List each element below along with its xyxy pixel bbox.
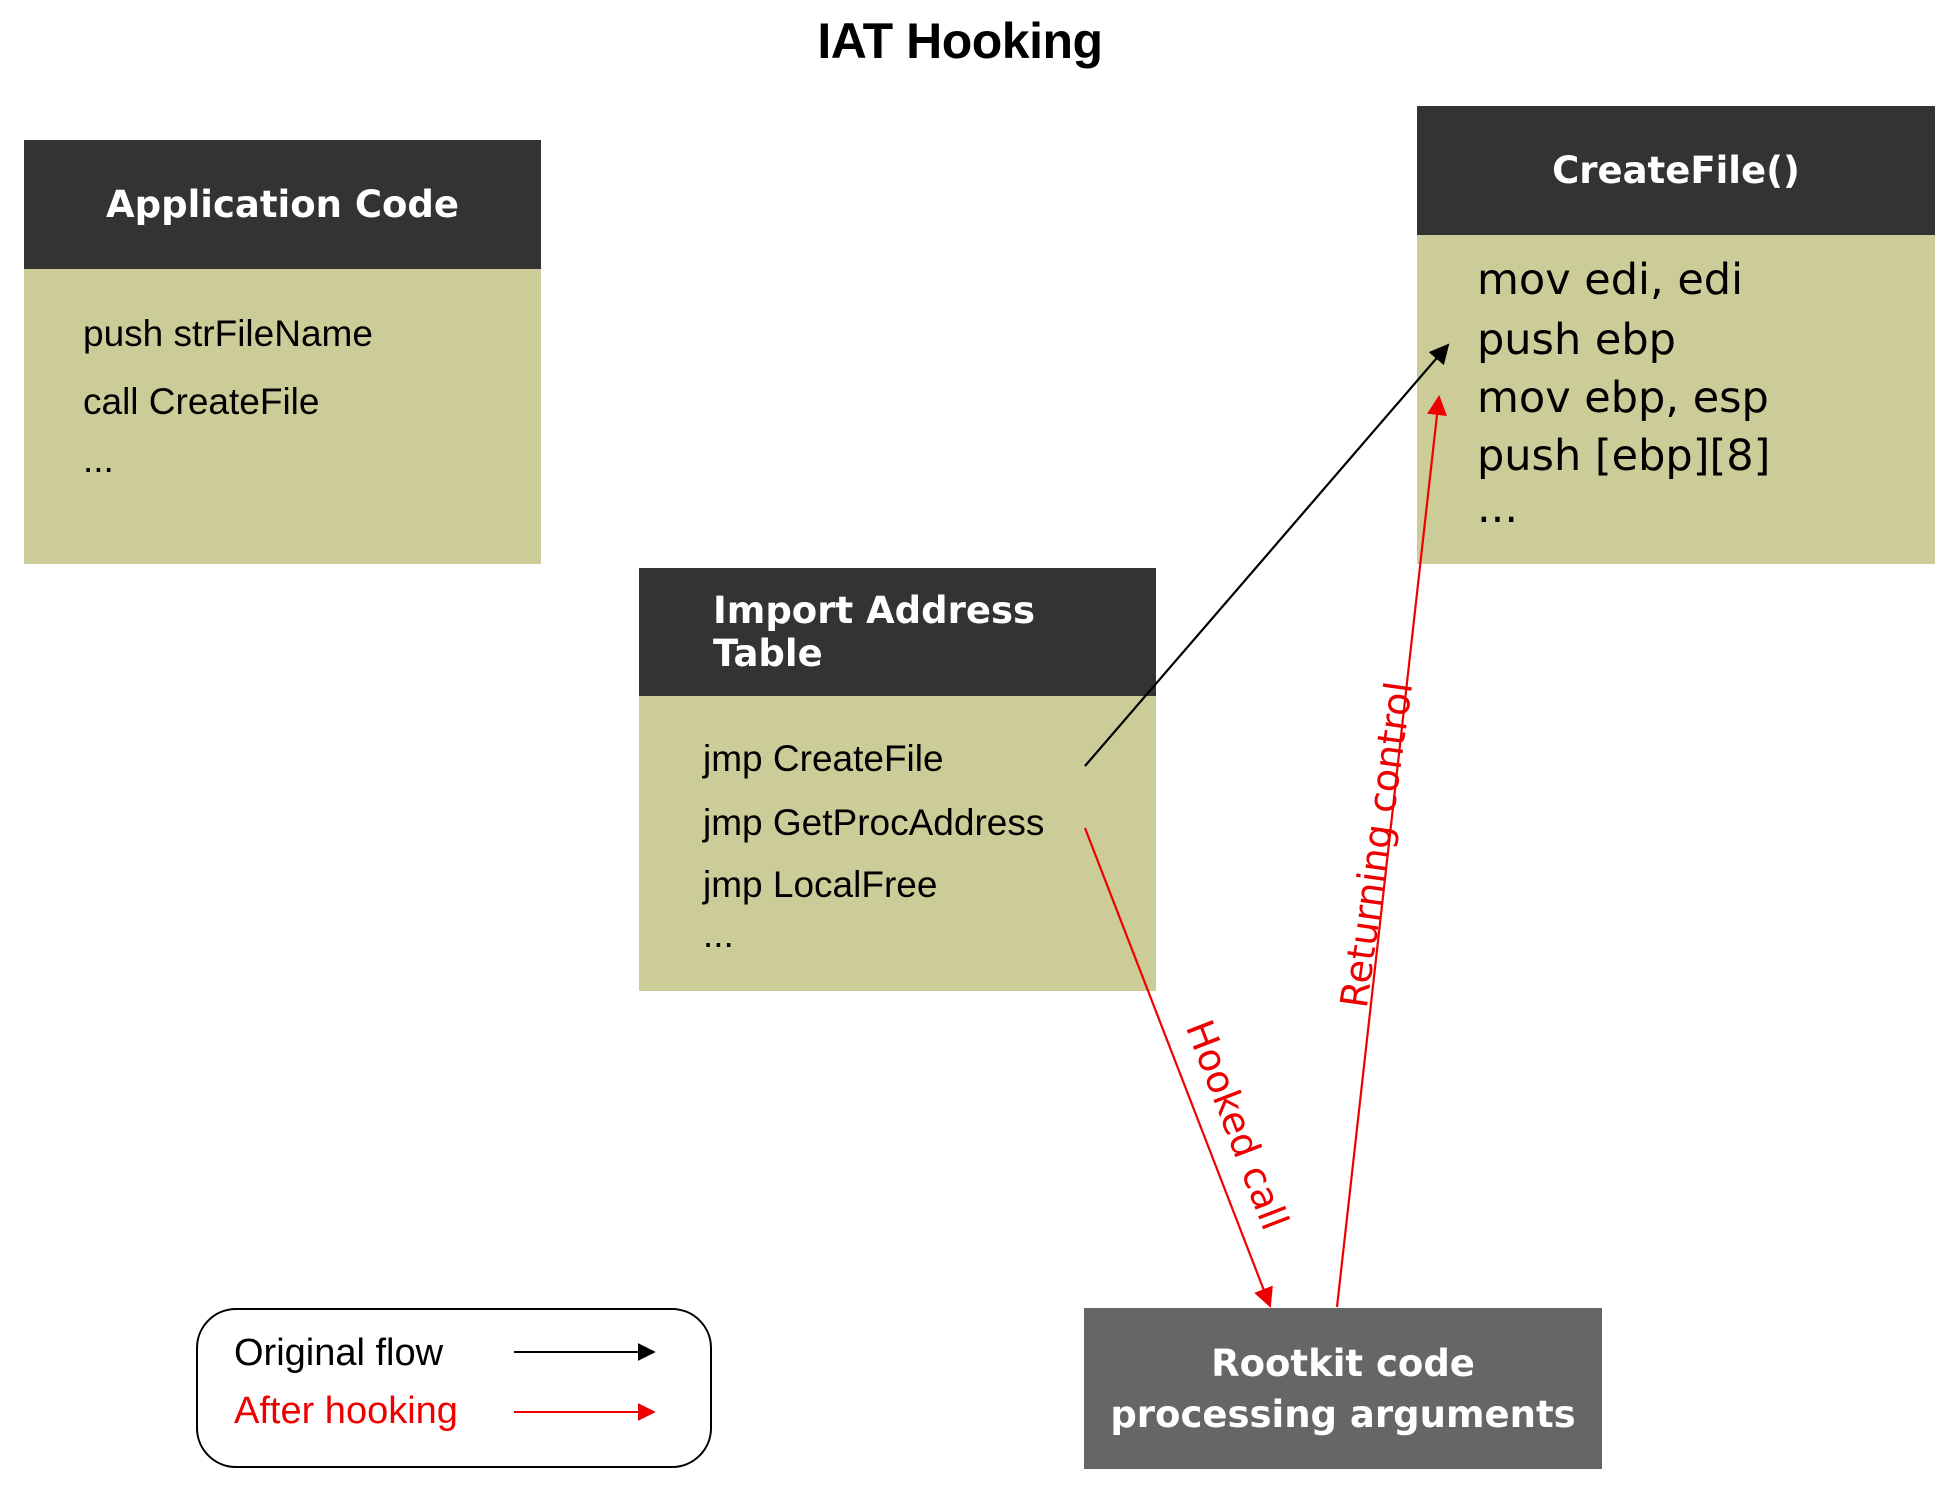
returning-control-arrow bbox=[1335, 395, 1447, 1308]
legend-original-flow-label: Original flow bbox=[234, 1332, 444, 1374]
code-line: call CreateFile bbox=[83, 381, 320, 422]
createfile-box: CreateFile() mov edi, edi push ebp mov e… bbox=[1417, 106, 1935, 564]
code-line: push ebp bbox=[1477, 315, 1676, 365]
createfile-header: CreateFile() bbox=[1417, 106, 1935, 235]
hooked-call-arrow bbox=[1083, 827, 1273, 1308]
import-address-table-box: Import Address Table jmp CreateFile jmp … bbox=[639, 568, 1156, 991]
rootkit-label-line2: processing arguments bbox=[1110, 1392, 1576, 1436]
rootkit-code-box: Rootkit code processing arguments bbox=[1084, 1308, 1602, 1469]
legend: Original flow After hooking bbox=[196, 1308, 712, 1468]
code-line: mov ebp, esp bbox=[1477, 373, 1769, 423]
application-code-header: Application Code bbox=[24, 140, 541, 269]
application-code-box: Application Code push strFileName call C… bbox=[24, 140, 541, 564]
legend-arrows bbox=[514, 1343, 656, 1421]
createfile-body: mov edi, edi push ebp mov ebp, esp push … bbox=[1417, 235, 1935, 564]
original-flow-arrow bbox=[1084, 343, 1450, 767]
diagram-title: IAT Hooking bbox=[817, 13, 1103, 69]
application-code-body: push strFileName call CreateFile ... bbox=[24, 269, 541, 564]
code-line: ... bbox=[83, 439, 114, 480]
import-address-table-header: Import Address Table bbox=[639, 568, 1156, 696]
import-address-table-body: jmp CreateFile jmp GetProcAddress jmp Lo… bbox=[639, 696, 1156, 991]
code-line: push strFileName bbox=[83, 313, 373, 354]
code-line: push [ebp][8] bbox=[1477, 431, 1771, 481]
code-line: ... bbox=[1477, 483, 1519, 533]
iat-entry-createfile: jmp CreateFile bbox=[703, 738, 944, 779]
rootkit-label-line1: Rootkit code bbox=[1211, 1341, 1475, 1385]
code-line: mov edi, edi bbox=[1477, 255, 1744, 305]
iat-entry-localfree: jmp LocalFree bbox=[703, 864, 938, 905]
legend-after-hooking-label: After hooking bbox=[234, 1390, 458, 1432]
code-line: ... bbox=[703, 914, 734, 955]
iat-entry-getprocaddress: jmp GetProcAddress bbox=[703, 802, 1045, 843]
